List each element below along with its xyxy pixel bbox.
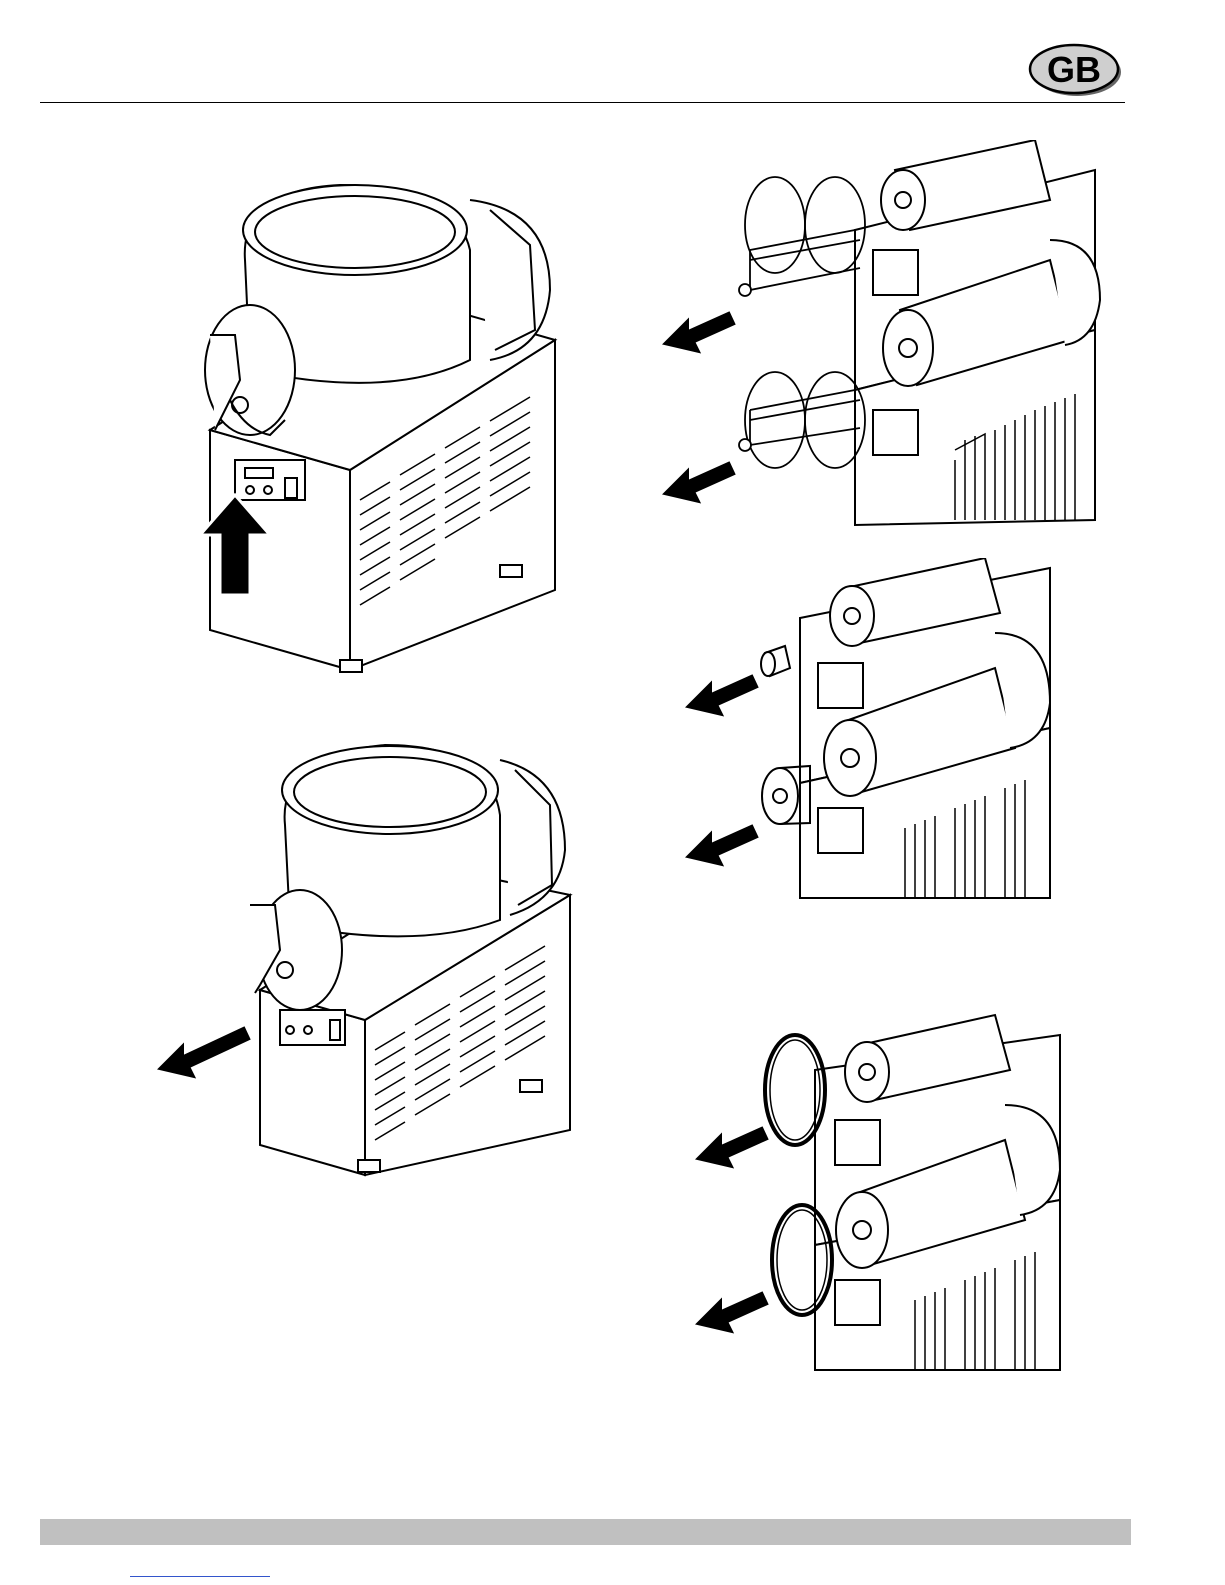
arrow-left-icon — [660, 460, 737, 505]
arrow-left-icon — [693, 1125, 770, 1170]
header-rule — [40, 102, 1125, 103]
arrow-left-icon — [660, 310, 737, 355]
fig-remove-augers — [655, 140, 1105, 530]
arrow-left-icon — [155, 1025, 252, 1080]
fig-remove-bushing-and-front-seal — [680, 558, 1060, 903]
fig-remove-bowl — [150, 735, 580, 1185]
arrow-left-icon — [693, 1290, 770, 1335]
footer-bar — [40, 1519, 1131, 1545]
fig-remove-gaskets — [690, 1010, 1070, 1375]
footer-link-underline — [130, 1576, 270, 1577]
language-badge: GB — [1028, 43, 1123, 98]
arrow-left-icon — [683, 823, 760, 868]
language-badge-text: GB — [1047, 49, 1101, 90]
arrow-left-icon — [683, 673, 760, 718]
fig-lift-tap-cover — [190, 170, 570, 680]
